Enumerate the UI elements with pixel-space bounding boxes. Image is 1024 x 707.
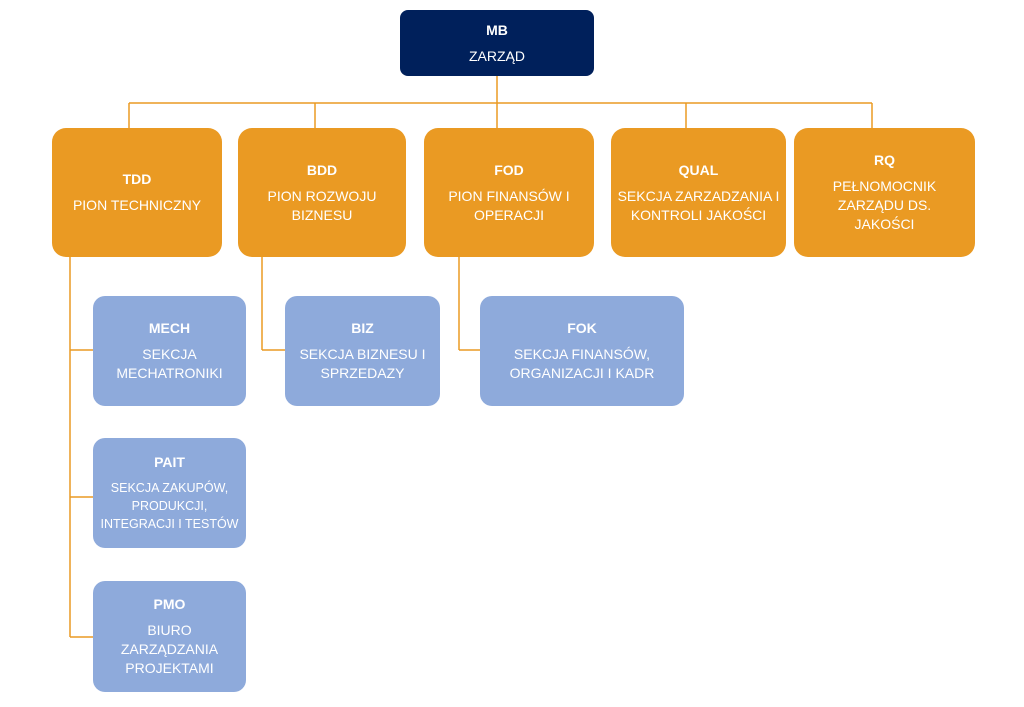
node-name: PION FINANSÓW I OPERACJI bbox=[448, 187, 570, 223]
node-tdd: TDD PION TECHNICZNY bbox=[52, 128, 222, 257]
node-code: PAIT bbox=[154, 454, 185, 470]
node-pmo: PMO BIURO ZARZĄDZANIA PROJEKTAMI bbox=[93, 581, 246, 692]
node-name: PEŁNOMOCNIK ZARZĄDU DS. JAKOŚCI bbox=[832, 178, 937, 232]
node-code: RQ bbox=[874, 152, 895, 168]
node-biz: BIZ SEKCJA BIZNESU I SPRZEDAZY bbox=[285, 296, 440, 406]
node-code: BDD bbox=[306, 161, 338, 178]
node-code: FOD bbox=[494, 161, 524, 178]
node-name: SEKCJA MECHATRONIKI bbox=[116, 346, 223, 381]
node-name: ZARZĄD bbox=[469, 47, 525, 64]
node-fok: FOK SEKCJA FINANSÓW, ORGANIZACJI I KADR bbox=[480, 296, 684, 406]
node-fod: FOD PION FINANSÓW I OPERACJI bbox=[424, 128, 594, 257]
node-code: QUAL bbox=[678, 161, 719, 178]
node-code: MB bbox=[486, 21, 508, 38]
node-name: SEKCJA FINANSÓW, ORGANIZACJI I KADR bbox=[509, 346, 655, 381]
node-qual: QUAL SEKCJA ZARZADZANIA I KONTROLI JAKOŚ… bbox=[611, 128, 786, 257]
node-mech: MECH SEKCJA MECHATRONIKI bbox=[93, 296, 246, 406]
node-mb: MB ZARZĄD bbox=[400, 10, 594, 76]
node-name: SEKCJA BIZNESU I SPRZEDAZY bbox=[299, 346, 426, 381]
node-bdd: BDD PION ROZWOJU BIZNESU bbox=[238, 128, 406, 257]
node-name: SEKCJA ZAKUPÓW, PRODUKCJI, INTEGRACJI I … bbox=[100, 481, 239, 531]
node-name: BIURO ZARZĄDZANIA PROJEKTAMI bbox=[120, 622, 219, 676]
node-code: MECH bbox=[148, 320, 191, 336]
node-name: PION TECHNICZNY bbox=[72, 197, 202, 213]
node-code: PMO bbox=[153, 596, 186, 612]
node-code: BIZ bbox=[351, 320, 374, 336]
node-name: SEKCJA ZARZADZANIA I KONTROLI JAKOŚCI bbox=[617, 187, 780, 223]
node-name: PION ROZWOJU BIZNESU bbox=[267, 187, 377, 223]
node-rq: RQ PEŁNOMOCNIK ZARZĄDU DS. JAKOŚCI bbox=[794, 128, 975, 257]
node-pait: PAIT SEKCJA ZAKUPÓW, PRODUKCJI, INTEGRAC… bbox=[93, 438, 246, 548]
node-code: FOK bbox=[567, 320, 597, 336]
node-code: TDD bbox=[122, 171, 152, 187]
